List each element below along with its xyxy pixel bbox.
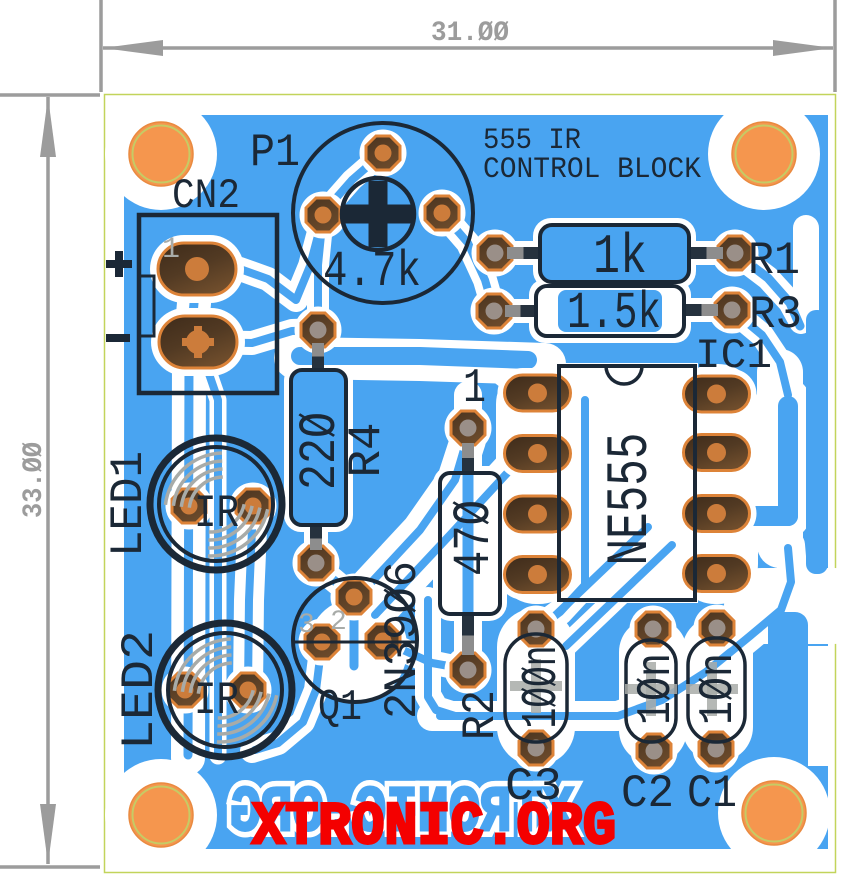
svg-text:2: 2 bbox=[330, 607, 347, 638]
svg-text:R4: R4 bbox=[341, 423, 393, 478]
svg-text:1Øn: 1Øn bbox=[692, 653, 746, 725]
svg-text:XTRONIC.ORG: XTRONIC.ORG bbox=[252, 794, 616, 862]
svg-text:P1: P1 bbox=[250, 127, 300, 179]
svg-text:1Øn: 1Øn bbox=[630, 653, 684, 725]
svg-text:1ØØn: 1ØØn bbox=[514, 646, 571, 729]
svg-text:1k: 1k bbox=[593, 225, 647, 289]
svg-text:CONTROL BLOCK: CONTROL BLOCK bbox=[483, 153, 701, 187]
svg-text:XTRONIC.ORG: XTRONIC.ORG bbox=[230, 778, 574, 850]
svg-text:R3: R3 bbox=[749, 289, 802, 341]
svg-text:LED1: LED1 bbox=[103, 451, 155, 557]
svg-text:3: 3 bbox=[298, 610, 315, 641]
svg-text:R2: R2 bbox=[455, 690, 507, 740]
svg-text:555 IR: 555 IR bbox=[483, 124, 581, 158]
svg-text:C1: C1 bbox=[687, 768, 737, 820]
svg-text:IR: IR bbox=[194, 675, 239, 727]
svg-text:47Ø: 47Ø bbox=[445, 500, 504, 576]
svg-text:2N39Ø6: 2N39Ø6 bbox=[377, 561, 429, 719]
svg-text:IR: IR bbox=[194, 488, 239, 540]
svg-text:31.ØØ: 31.ØØ bbox=[431, 18, 509, 49]
svg-text:R1: R1 bbox=[748, 235, 800, 287]
svg-text:Q1: Q1 bbox=[318, 683, 362, 733]
svg-text:LED2: LED2 bbox=[114, 630, 166, 750]
svg-text:C3: C3 bbox=[505, 761, 562, 813]
svg-text:IC1: IC1 bbox=[695, 332, 772, 380]
svg-text:4.7k: 4.7k bbox=[323, 244, 421, 301]
svg-text:1: 1 bbox=[463, 362, 486, 416]
svg-text:1.5k: 1.5k bbox=[567, 284, 661, 343]
svg-text:CN2: CN2 bbox=[172, 172, 240, 220]
svg-text:1: 1 bbox=[162, 233, 180, 267]
svg-text:XTRONIC.ORG: XTRONIC.ORG bbox=[230, 778, 574, 850]
svg-text:C2: C2 bbox=[621, 768, 674, 820]
svg-text:22Ø: 22Ø bbox=[291, 412, 350, 490]
svg-text:NE555: NE555 bbox=[599, 433, 664, 566]
svg-text:33.ØØ: 33.ØØ bbox=[19, 442, 50, 518]
